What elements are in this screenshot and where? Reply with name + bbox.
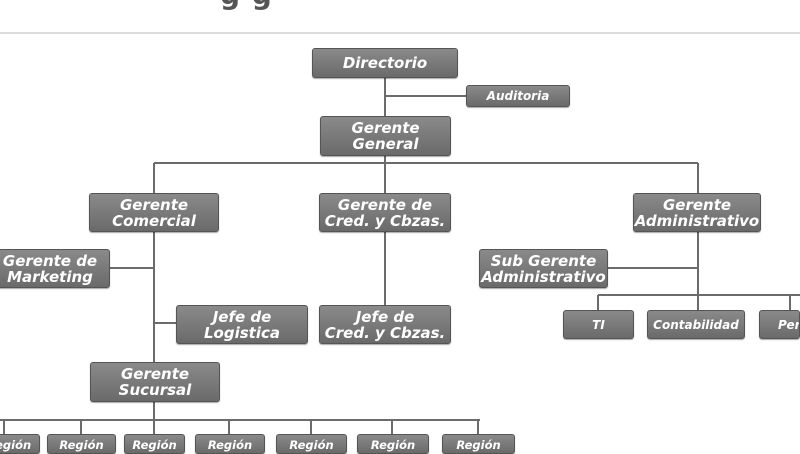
header-divider: [0, 32, 800, 34]
node-region: Región: [357, 434, 429, 454]
node-contabilidad: Contabilidad: [647, 310, 745, 339]
node-gerente-marketing: Gerente de Marketing: [0, 249, 110, 288]
node-jefe-logistica: Jefe de Logistica: [176, 305, 308, 344]
node-jefe-cred: Jefe de Cred. y Cbzas.: [319, 305, 451, 344]
node-personal: Personal: [759, 310, 800, 339]
node-gerente-general: Gerente General: [320, 116, 451, 156]
node-auditoria: Auditoria: [466, 85, 570, 107]
node-region: Región: [47, 434, 116, 454]
node-gerente-administrativo: Gerente Administrativo: [633, 193, 761, 232]
node-region: Región: [0, 434, 40, 454]
node-gerente-sucursal: Gerente Sucursal: [90, 362, 220, 402]
node-gerente-cred: Gerente de Cred. y Cbzas.: [319, 193, 451, 232]
node-directorio: Directorio: [312, 48, 458, 78]
node-region: Región: [442, 434, 515, 454]
node-region: Región: [124, 434, 185, 454]
node-gerente-comercial: Gerente Comercial: [89, 193, 219, 232]
header-area: g g: [0, 0, 800, 32]
node-ti: TI: [563, 310, 634, 339]
node-region: Región: [276, 434, 347, 454]
node-region: Región: [195, 434, 265, 454]
page-title: g g: [220, 0, 273, 11]
node-sub-gerente-administrativo: Sub Gerente Administrativo: [479, 249, 608, 288]
